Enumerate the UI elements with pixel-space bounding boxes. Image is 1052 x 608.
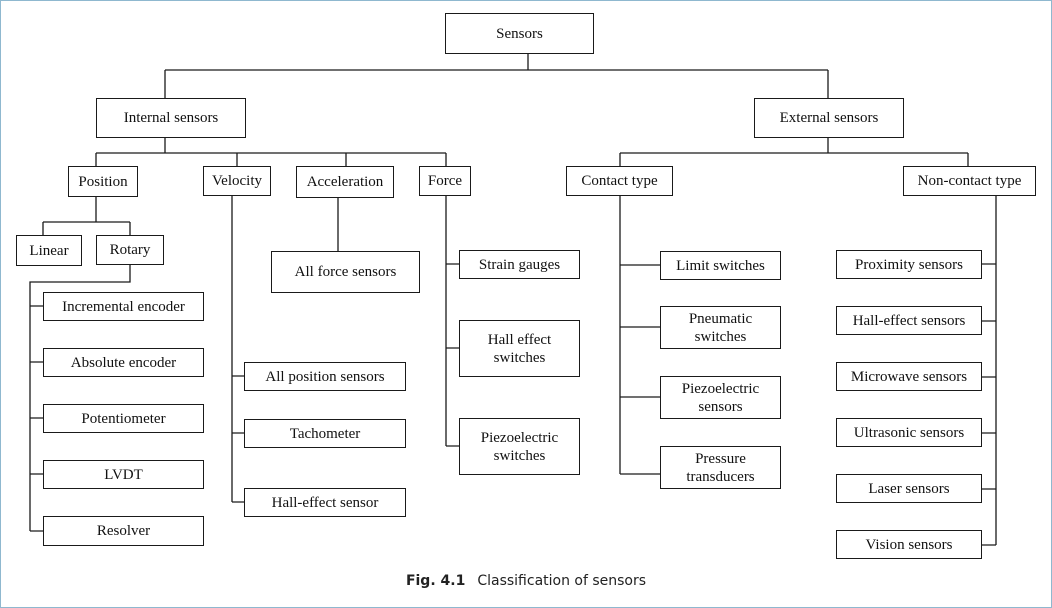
- node-external-sensors: External sensors: [754, 98, 904, 138]
- node-internal-sensors: Internal sensors: [96, 98, 246, 138]
- node-sensors: Sensors: [445, 13, 594, 54]
- node-pressure-transducers: Pressure transducers: [660, 446, 781, 489]
- node-tachometer: Tachometer: [244, 419, 406, 448]
- node-position: Position: [68, 166, 138, 197]
- node-vision-sensors: Vision sensors: [836, 530, 982, 559]
- node-non-contact-type: Non-contact type: [903, 166, 1036, 196]
- node-ultrasonic-sensors: Ultrasonic sensors: [836, 418, 982, 447]
- node-hall-effect-switches: Hall effect switches: [459, 320, 580, 377]
- node-linear: Linear: [16, 235, 82, 266]
- node-proximity-sensors: Proximity sensors: [836, 250, 982, 279]
- node-hall-effect-sensor: Hall-effect sensor: [244, 488, 406, 517]
- node-pneumatic-switches: Pneumatic switches: [660, 306, 781, 349]
- node-absolute-encoder: Absolute encoder: [43, 348, 204, 377]
- node-piezoelectric-sensors: Piezoelectric sensors: [660, 376, 781, 419]
- node-potentiometer: Potentiometer: [43, 404, 204, 433]
- node-lvdt: LVDT: [43, 460, 204, 489]
- figure-title: Classification of sensors: [477, 573, 647, 589]
- node-microwave-sensors: Microwave sensors: [836, 362, 982, 391]
- node-resolver: Resolver: [43, 516, 204, 546]
- node-limit-switches: Limit switches: [660, 251, 781, 280]
- node-incremental-encoder: Incremental encoder: [43, 292, 204, 321]
- node-hall-effect-sensors: Hall-effect sensors: [836, 306, 982, 335]
- node-laser-sensors: Laser sensors: [836, 474, 982, 503]
- node-contact-type: Contact type: [566, 166, 673, 196]
- node-piezoelectric-switches: Piezoelectric switches: [459, 418, 580, 475]
- node-all-position-sensors: All position sensors: [244, 362, 406, 391]
- figure-caption: Fig. 4.1 Classification of sensors: [0, 573, 1052, 589]
- node-velocity: Velocity: [203, 166, 271, 196]
- node-acceleration: Acceleration: [296, 166, 394, 198]
- node-force: Force: [419, 166, 471, 196]
- figure-number: Fig. 4.1: [405, 573, 466, 589]
- node-rotary: Rotary: [96, 235, 164, 265]
- node-strain-gauges: Strain gauges: [459, 250, 580, 279]
- node-all-force-sensors: All force sensors: [271, 251, 420, 293]
